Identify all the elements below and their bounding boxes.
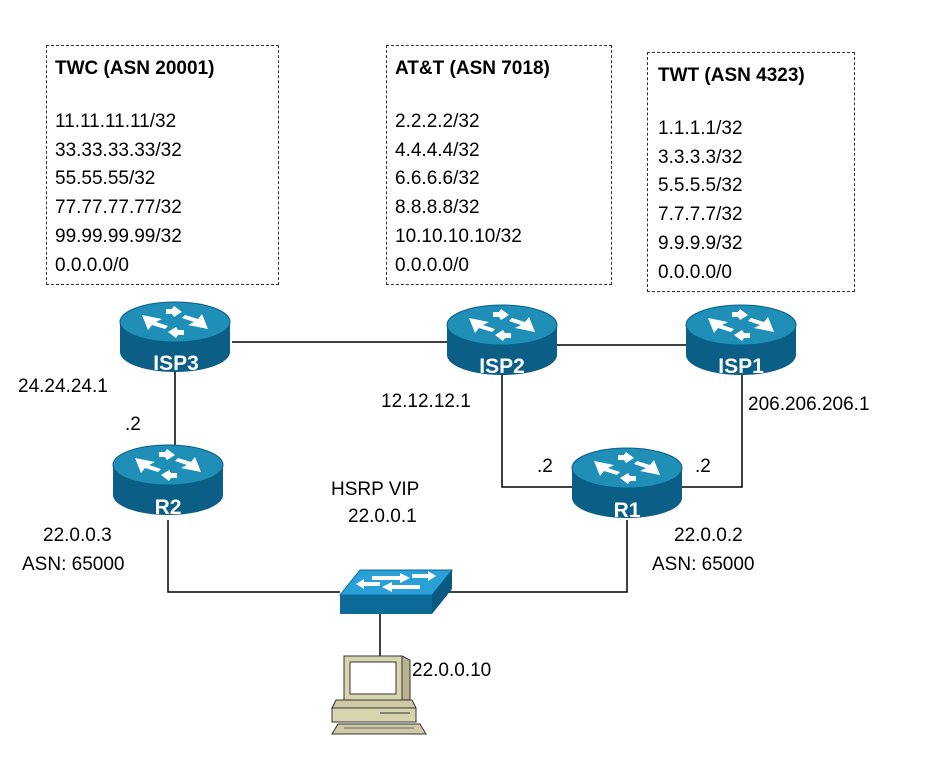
r1-interface-label-isp2: .2 [537, 456, 553, 477]
route-item: 5.5.5.5/32 [658, 175, 743, 197]
isp3-ip-label: 24.24.24.1 [18, 376, 108, 397]
r2-asn-label: ASN: 65000 [22, 554, 125, 575]
route-item: 0.0.0.0/0 [395, 254, 469, 276]
link-r2-switch [167, 520, 340, 593]
route-item: 2.2.2.2/32 [395, 111, 480, 132]
router-label-isp1: ISP1 [718, 355, 764, 378]
hsrp-vip-ip: 22.0.0.1 [348, 506, 417, 527]
route-item: 0.0.0.0/0 [658, 261, 732, 283]
hsrp-vip-label: HSRP VIP [331, 479, 420, 500]
router-label-r2: R2 [155, 496, 182, 519]
route-list: 1.1.1.1/32 3.3.3.3/32 5.5.5.5/32 7.7.7.7… [658, 115, 743, 287]
link-isp1-r1 [680, 375, 743, 488]
route-item: 0.0.0.0/0 [55, 254, 129, 276]
route-item: 7.7.7.7/32 [658, 204, 743, 226]
route-list: 11.11.11.11/32 33.33.33.33/32 55.55.55/3… [55, 108, 182, 280]
r1-ip-label: 22.0.0.2 [674, 525, 743, 546]
r1-asn-label: ASN: 65000 [652, 554, 755, 575]
host-ip-label: 22.0.0.10 [412, 660, 492, 681]
route-item: 1.1.1.1/32 [658, 118, 743, 139]
isp1-ip-label: 206.206.206.1 [748, 394, 870, 415]
route-item: 33.33.33.33/32 [55, 139, 182, 161]
route-item: 77.77.77.77/32 [55, 197, 182, 219]
host-pc [331, 655, 427, 735]
route-item: 10.10.10.10/32 [395, 225, 522, 247]
r2-ip-label: 22.0.0.3 [43, 525, 112, 546]
isp-box-title: TWT (ASN 4323) [658, 65, 805, 86]
isp2-ip-label: 12.12.12.1 [381, 391, 471, 412]
router-isp2 [446, 304, 558, 375]
r1-interface-label-isp1: .2 [695, 456, 711, 477]
route-item: 8.8.8.8/32 [395, 197, 480, 219]
link-r1-switch [432, 520, 628, 593]
router-isp3 [119, 301, 231, 372]
isp-box-title: AT&T (ASN 7018) [395, 58, 550, 79]
isp-box-title: TWC (ASN 20001) [55, 58, 215, 79]
router-r1 [571, 447, 683, 518]
route-item: 55.55.55/32 [55, 168, 156, 190]
r2-interface-label: .2 [125, 414, 141, 435]
isp-box-twc: TWC (ASN 20001) 11.11.11.11/32 33.33.33.… [46, 45, 279, 285]
router-isp1 [685, 304, 797, 375]
route-item: 4.4.4.4/32 [395, 139, 480, 161]
route-item: 11.11.11.11/32 [55, 111, 177, 132]
switch [338, 569, 454, 614]
route-list: 2.2.2.2/32 4.4.4.4/32 6.6.6.6/32 8.8.8.8… [395, 108, 522, 280]
router-label-isp3: ISP3 [153, 352, 199, 375]
route-item: 99.99.99.99/32 [55, 225, 182, 247]
router-label-isp2: ISP2 [479, 355, 525, 378]
router-r2 [112, 444, 224, 515]
route-item: 3.3.3.3/32 [658, 146, 743, 168]
route-item: 6.6.6.6/32 [395, 168, 480, 190]
router-label-r1: R1 [614, 499, 641, 522]
route-item: 9.9.9.9/32 [658, 232, 743, 254]
isp-box-att: AT&T (ASN 7018) 2.2.2.2/32 4.4.4.4/32 6.… [386, 45, 612, 285]
isp-box-twt: TWT (ASN 4323) 1.1.1.1/32 3.3.3.3/32 5.5… [647, 52, 855, 292]
link-isp2-r1 [501, 375, 572, 488]
